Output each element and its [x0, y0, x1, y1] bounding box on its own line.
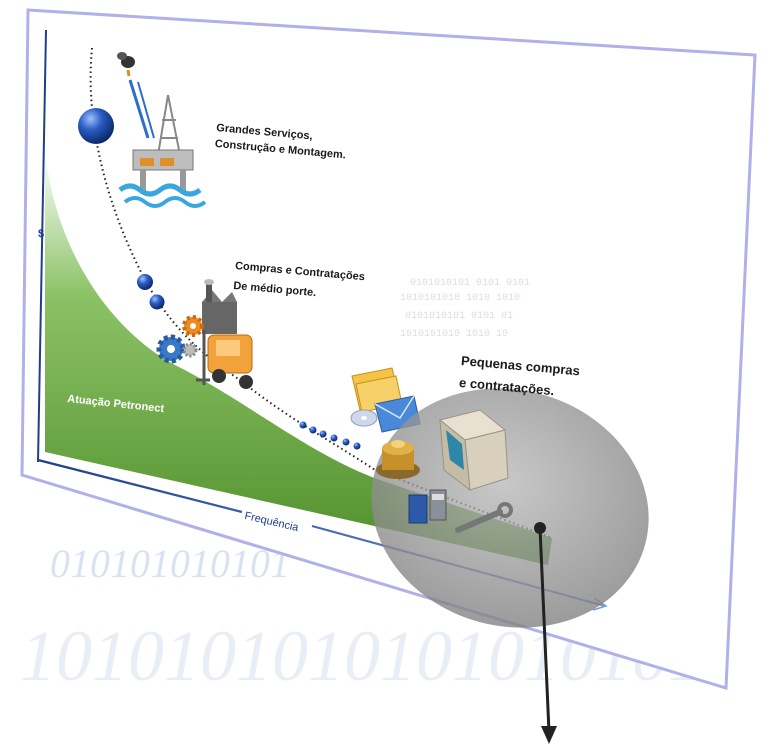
cd-icon	[350, 409, 378, 427]
y-axis-label: $	[38, 228, 45, 240]
large-sphere	[78, 108, 114, 144]
pointer-arrow-head	[541, 726, 557, 744]
small-spheres	[299, 421, 361, 450]
slide-binary-4: 1010101010 1010 10	[400, 329, 508, 340]
medium-sphere-2	[149, 294, 165, 310]
gears-icon	[156, 315, 204, 364]
medium-sphere-1	[137, 274, 153, 290]
factory-icon	[202, 279, 237, 334]
oil-platform-icon	[117, 52, 207, 208]
pointer-dot	[534, 522, 546, 534]
open-box-icon	[438, 409, 509, 492]
wrench-icon	[455, 502, 513, 533]
slide-binary-1: 0101010101 0101 0101	[410, 278, 530, 289]
stamp-icon	[376, 440, 420, 479]
slide-binary-2: 1010101010 1010 1010	[400, 293, 520, 304]
y-axis	[37, 29, 47, 463]
green-area	[45, 150, 552, 565]
forklift-icon	[196, 330, 253, 389]
pointer-arrow-line	[538, 527, 551, 733]
printer-icon	[408, 489, 447, 524]
slide-binary-3: 0101010101 0101 01	[405, 311, 513, 322]
